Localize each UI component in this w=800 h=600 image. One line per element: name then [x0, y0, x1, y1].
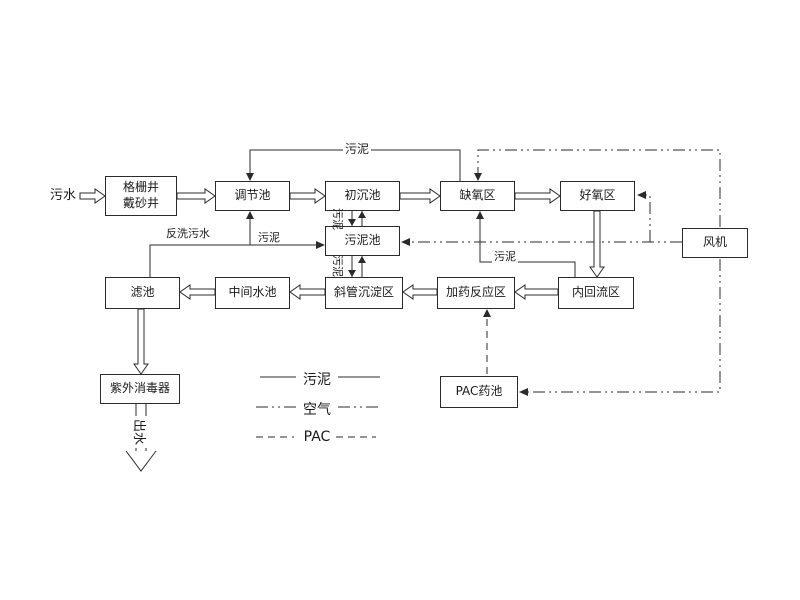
label-sludge-to-sludge-tank: 污泥 [258, 231, 280, 244]
legend-label-pac: PAC [303, 429, 331, 445]
arrow-intermediate-to-filter [179, 284, 216, 300]
arrowhead-into-anoxic-bottom [476, 211, 484, 219]
line-air-branch-aerobic [641, 194, 651, 242]
box-grit-well: 格栅井 戴砂井 [105, 176, 177, 216]
box-filter-tank: 滤池 [105, 277, 180, 309]
arrowhead-primary-up [358, 211, 366, 218]
label-sludge-top-return: 污泥 [343, 142, 372, 156]
arrow-primary-to-anoxic [399, 188, 441, 204]
box-inclined-tube-settling-zone: 斜管沉淀区 [325, 277, 403, 309]
box-aerobic-zone: 好氧区 [560, 181, 635, 211]
arrowhead-air-into-sludge-tank [401, 238, 410, 246]
line-air-to-pac-tank [527, 259, 721, 393]
box-grit-well-line2: 戴砂井 [122, 196, 159, 210]
arrowhead-into-sludge-tank-left [316, 241, 325, 249]
arrow-filter-to-uv [133, 308, 149, 375]
arrowhead-settling-down [348, 270, 356, 277]
arrow-influent [79, 188, 106, 204]
arrowhead-into-regulation-bottom [246, 211, 254, 219]
line-air-top-to-anoxic [477, 149, 721, 227]
arrowhead-air-into-anoxic [474, 173, 482, 181]
box-intermediate-water-tank: 中间水池 [215, 277, 290, 309]
legend-label-sludge: 污泥 [303, 372, 331, 388]
box-grit-well-line1: 格栅井 [122, 180, 159, 195]
label-sludge-primary-vertical: 污泥 [331, 208, 344, 230]
block-arrows [79, 188, 605, 472]
box-anoxic-zone: 缺氧区 [440, 181, 515, 211]
box-pac-tank: PAC药池 [440, 376, 518, 408]
arrow-anoxic-to-aerobic [514, 188, 561, 204]
arrowhead-air-into-aerobic [637, 191, 646, 199]
arrowhead-pac-into-dosing [483, 309, 491, 317]
arrow-aerobic-to-reflux [589, 210, 605, 278]
box-dosing-reaction-zone: 加药反应区 [437, 277, 515, 309]
arrowhead-into-pac-tank [519, 388, 528, 396]
arrowhead-primary-down [348, 219, 356, 226]
arrowhead-into-regulation-top [246, 173, 254, 181]
box-blower: 风机 [682, 228, 748, 258]
arrow-grit-to-regulation [176, 188, 216, 204]
box-sludge-tank: 污泥池 [325, 226, 400, 256]
thin-arrowheads [246, 173, 646, 396]
label-sludge-internal-return: 污泥 [492, 250, 518, 263]
label-effluent: 出水 [125, 416, 157, 448]
arrow-dosing-to-settling [402, 284, 438, 300]
arrow-regulation-to-primary [289, 188, 326, 204]
box-regulation-tank: 调节池 [215, 181, 290, 211]
box-primary-sedimentation-tank: 初沉池 [325, 181, 400, 211]
label-sludge-settling-vertical: 污泥 [331, 255, 344, 277]
line-backwash-main [149, 244, 320, 277]
line-sludge-internal-return [479, 215, 576, 277]
arrowhead-settling-up [358, 256, 366, 263]
label-backwash-sewage: 反洗污水 [166, 227, 210, 240]
label-influent: 污水 [50, 188, 77, 203]
legend-label-air: 空气 [303, 402, 331, 418]
arrowhead-effluent [125, 450, 157, 472]
box-internal-reflux-zone: 内回流区 [558, 277, 634, 309]
arrow-settling-to-intermediate [289, 284, 326, 300]
box-uv-disinfector: 紫外消毒器 [100, 374, 180, 404]
arrow-reflux-to-dosing [514, 284, 559, 300]
